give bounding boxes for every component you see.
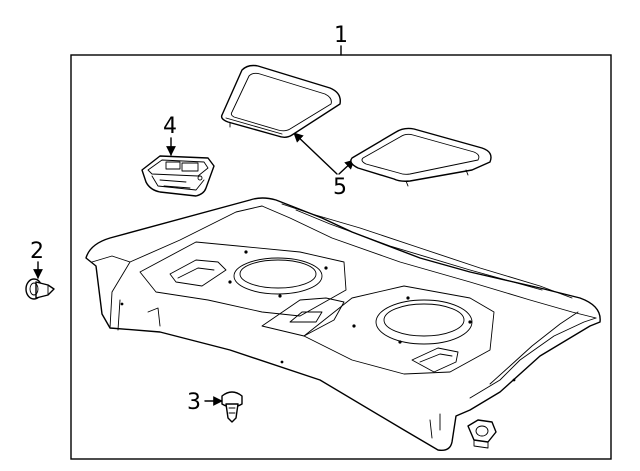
speaker-grille-upper xyxy=(220,64,341,138)
hex-nut xyxy=(467,419,497,449)
speaker-grille-lower xyxy=(350,127,492,187)
callout-1: 1 xyxy=(334,23,348,48)
push-clip xyxy=(25,278,55,300)
push-fastener xyxy=(221,391,243,423)
rear-shelf-panel xyxy=(85,197,601,452)
callout-2: 2 xyxy=(30,239,44,264)
callout-5: 5 xyxy=(333,175,347,200)
callout-4: 4 xyxy=(163,114,177,139)
switch-module xyxy=(141,155,215,197)
callout-5-arrow-a xyxy=(293,132,338,175)
callout-3: 3 xyxy=(187,390,201,415)
